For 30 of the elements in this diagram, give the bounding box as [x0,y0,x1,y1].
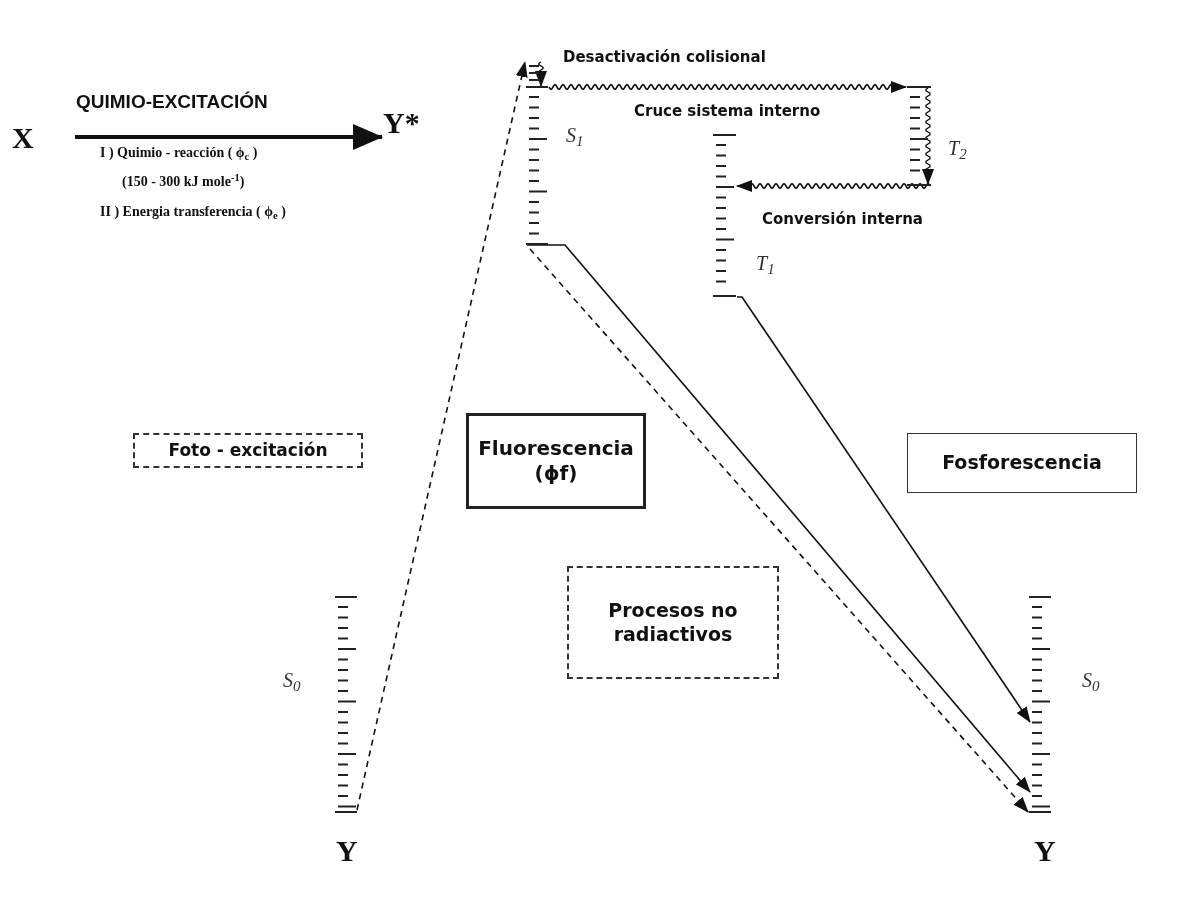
species-symbol: Y* [383,100,443,145]
species-symbol: Y [1034,833,1056,869]
box-text: Fluorescencia [478,436,634,461]
state-label: S$_{0}$ [283,668,301,695]
energy-level-ladder [334,595,358,813]
species-symbol: Y [336,833,358,869]
wavy-arrow [548,81,907,93]
reaction-note: (150 - 300 kJ mole$^{-1}$) [122,171,245,191]
box-text: Foto - excitación [168,439,328,462]
state-label: S$_{0}$ [1082,668,1100,695]
process-box [907,433,1137,493]
process-label: Desactivación colisional [563,47,766,68]
dashed-process-box [133,433,363,468]
box-text: (ϕf) [534,461,578,486]
box-text: Procesos no radiactivos [607,598,739,647]
process-box [466,413,646,509]
reaction-note: I ) Quimio - reacción ( ϕ$_{c}$ ) [100,144,258,163]
energy-level-ladder [906,84,932,186]
arrow [736,296,1031,723]
dashed-process-box [567,566,779,679]
state-label: S$_{1}$ [566,123,584,150]
dashed-arrow [356,61,528,811]
species-symbol: X [12,115,52,160]
energy-level-ladder [1028,595,1052,813]
energy-level-ladder [712,133,737,297]
reaction-note: II ) Energia transferencia ( ϕ$_{e}$ ) [100,203,286,222]
state-label: T$_{1}$ [756,251,775,278]
arrow [75,124,383,150]
box-text: Fosforescencia [942,451,1102,475]
state-label: T$_{2}$ [948,136,967,163]
